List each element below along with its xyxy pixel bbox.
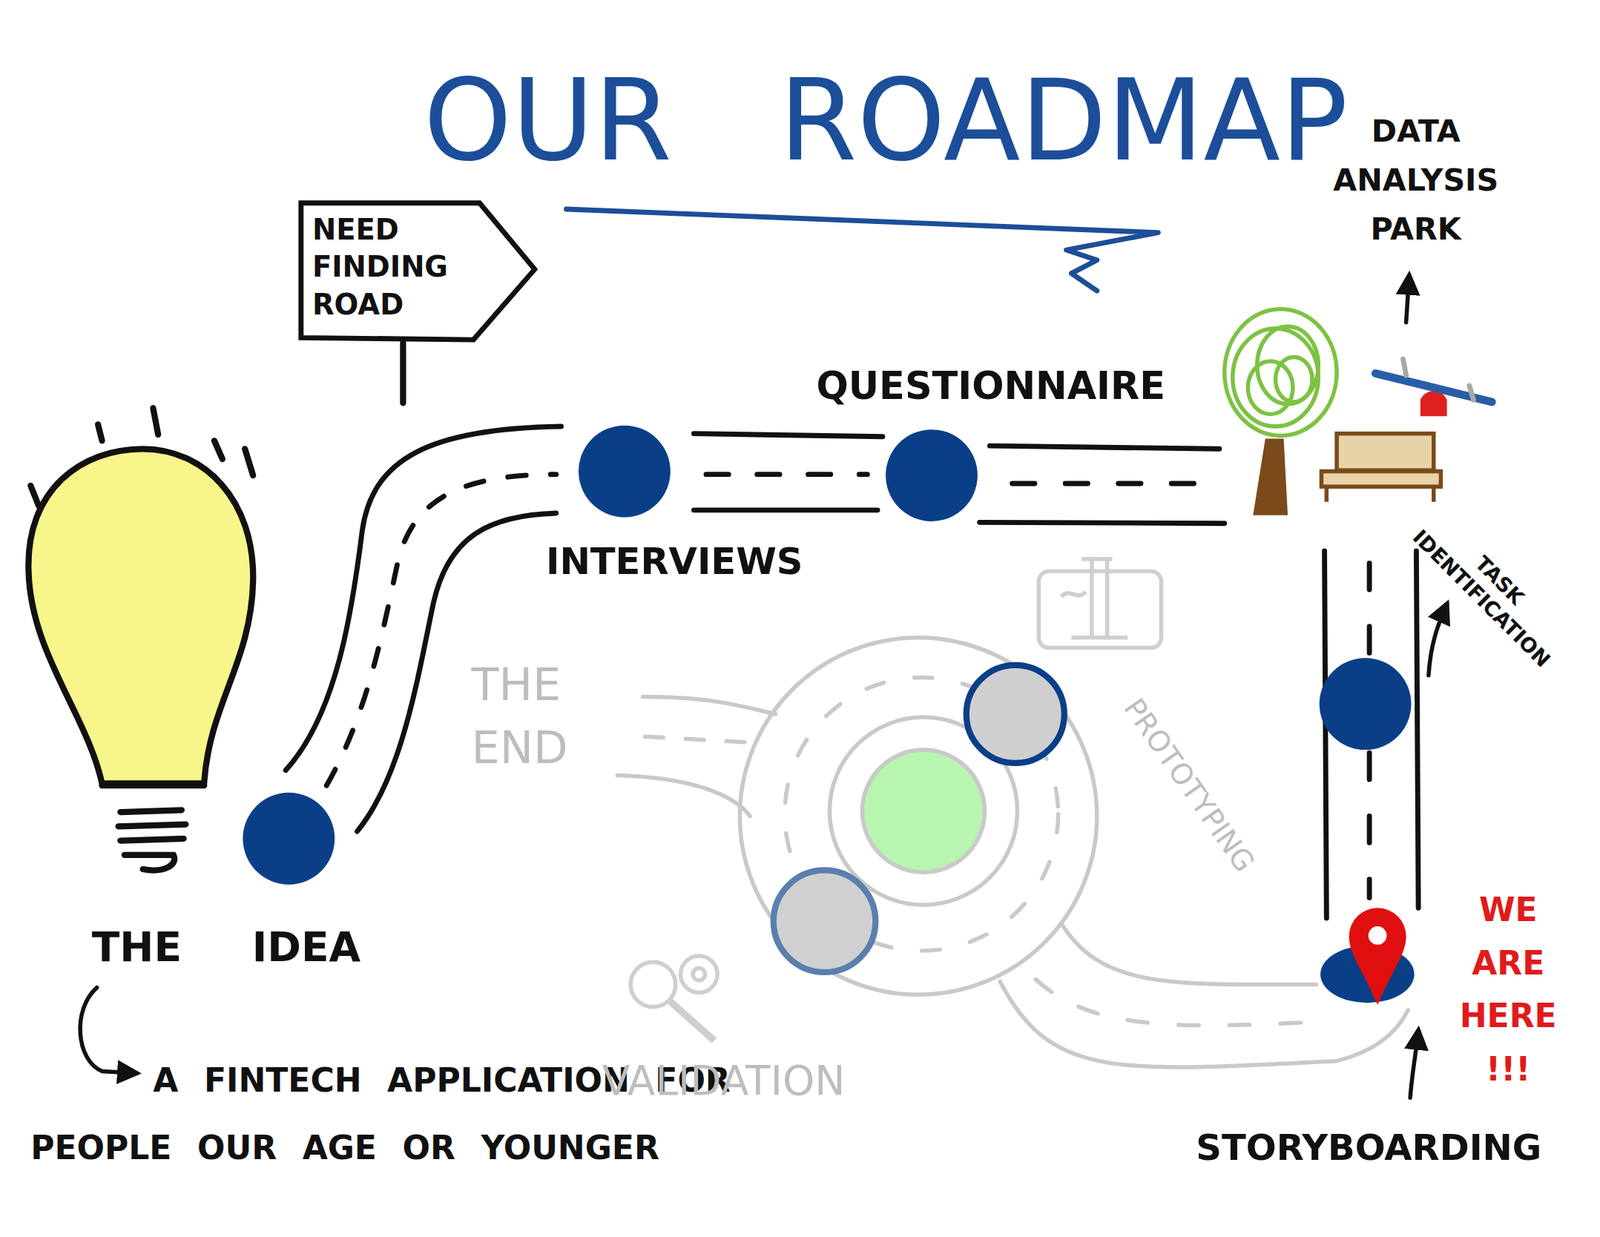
road-need-finding-part (1012, 481, 1195, 487)
sign-text: NEED FINDING ROAD (298, 200, 484, 325)
light-bulb-part-part (102, 782, 205, 789)
road-need-finding-part (693, 507, 878, 513)
lab-icon (1038, 559, 1161, 649)
diagram-title: OUR ROADMAP (423, 53, 1348, 189)
light-bulb-part-part (152, 407, 158, 435)
light-bulb-part-part (120, 838, 184, 842)
location-pin (1349, 907, 1407, 1006)
search-icon-part (630, 962, 676, 1008)
pointer-arrows-part (1406, 275, 1410, 322)
idea-label: THE IDEA (91, 921, 361, 973)
light-bulb-part-part (214, 440, 223, 460)
milestone-dots (242, 425, 1414, 1004)
road-need-finding-part (706, 471, 868, 477)
pointer-arrows-part (80, 988, 137, 1075)
future-roads-part (739, 637, 1097, 995)
tree-part (1224, 309, 1337, 437)
search-icon-part (680, 956, 719, 994)
milestone-dots-part (578, 425, 671, 518)
tree-part-part (1275, 356, 1313, 403)
milestone-label: STORYBOARDING (1195, 1126, 1542, 1172)
milestone-dots-part (885, 429, 978, 522)
end-label: THE END (471, 652, 615, 780)
pointer-arrows-part (1428, 603, 1448, 676)
park-label: DATA ANALYSIS PARK (1306, 106, 1526, 254)
title-underline-part (565, 209, 1158, 291)
sign-post (399, 342, 406, 403)
search-icon-part (692, 968, 706, 981)
title-underline (565, 209, 1158, 291)
pointer-arrows (80, 275, 1448, 1098)
road-need-finding (285, 426, 1419, 919)
seesaw-part (1420, 390, 1448, 417)
park-bench-part (1326, 486, 1434, 503)
park-bench-part (1336, 433, 1434, 472)
light-bulb-part-part (30, 485, 39, 507)
milestone-dots-part (242, 792, 335, 885)
road-need-finding-part (989, 445, 1220, 449)
future-roads-part (999, 981, 1408, 1068)
light-bulb-part (30, 407, 253, 871)
future-milestone-label: PROTOTYPING (1097, 666, 1281, 905)
lab-icon-part (1071, 559, 1128, 638)
search-icon-part (669, 1001, 715, 1042)
future-roads (617, 637, 1408, 1068)
tree-part-part (1257, 326, 1319, 405)
tree-part (1252, 439, 1288, 516)
light-bulb-part-part (118, 824, 187, 828)
future-roads-part (643, 697, 776, 715)
light-bulb-part-part (124, 855, 175, 871)
search-icon (630, 956, 718, 1041)
road-need-finding-part (693, 433, 882, 437)
future-milestone-label: VALIDATION (602, 1054, 846, 1106)
future-dots-part (966, 665, 1065, 764)
light-bulb-part-part (97, 424, 103, 441)
tree-part-part (1247, 361, 1293, 415)
sign-post-part (399, 342, 406, 403)
future-dots-part (773, 870, 877, 973)
light-bulb-part-part (120, 810, 182, 813)
road-need-finding-part (979, 522, 1225, 523)
future-dots (773, 665, 1065, 973)
road-sign: NEED FINDING ROAD (298, 200, 538, 344)
future-roads-part (644, 736, 756, 743)
pointer-arrows-part (1410, 1030, 1419, 1098)
light-bulb-part (28, 448, 253, 784)
future-roads-part (1035, 979, 1311, 1026)
milestone-label: INTERVIEWS (545, 538, 804, 585)
park-bench-part (1321, 471, 1441, 488)
light-bulb-part-part (244, 448, 253, 476)
road-need-finding-part (1324, 551, 1328, 919)
park-bench (1321, 433, 1441, 503)
milestone-dots-part (1319, 657, 1412, 750)
tree-part-part (1224, 309, 1337, 437)
road-need-finding-part (1416, 551, 1419, 908)
location-pin-part (1349, 907, 1407, 1006)
future-roads-part (1061, 923, 1317, 986)
light-bulb-part (28, 448, 253, 784)
seesaw (1375, 359, 1492, 417)
future-dots-part (861, 749, 985, 873)
future-roads-part (617, 775, 750, 816)
seesaw-part (1403, 359, 1474, 400)
milestone-label: TASK IDENTIFICATION (1390, 490, 1589, 689)
lab-icon-part (1061, 591, 1086, 598)
tree-part-part (1232, 328, 1319, 427)
milestone-label: QUESTIONNAIRE (816, 363, 1166, 411)
location-note: WE ARE HERE !!! (1447, 883, 1570, 1096)
location-pin-part (1368, 926, 1388, 946)
light-bulb (28, 407, 253, 871)
